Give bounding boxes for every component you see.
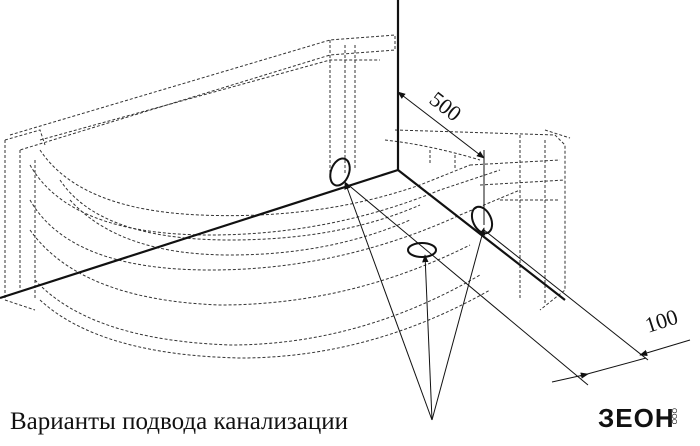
logo-text: ЗЕОН (598, 403, 675, 433)
bathtub-outline (4, 34, 571, 359)
leader-arrows (344, 181, 486, 421)
drain-option-2 (470, 205, 494, 235)
zeon-logo: ЗЕОН ООО (598, 403, 688, 436)
dimension-100-label: 100 (642, 304, 681, 338)
dimension-100 (345, 182, 691, 386)
drain-option-3 (407, 242, 437, 258)
drain-hole-options (329, 157, 494, 258)
drain-option-1 (329, 157, 351, 187)
dimension-500 (397, 91, 485, 225)
logo-small-text: ООО (670, 408, 677, 425)
dimension-500-label: 500 (425, 86, 466, 126)
drainage-options-caption: Варианты подвода канализации (10, 408, 348, 435)
wall-corner-lines (0, 0, 566, 301)
